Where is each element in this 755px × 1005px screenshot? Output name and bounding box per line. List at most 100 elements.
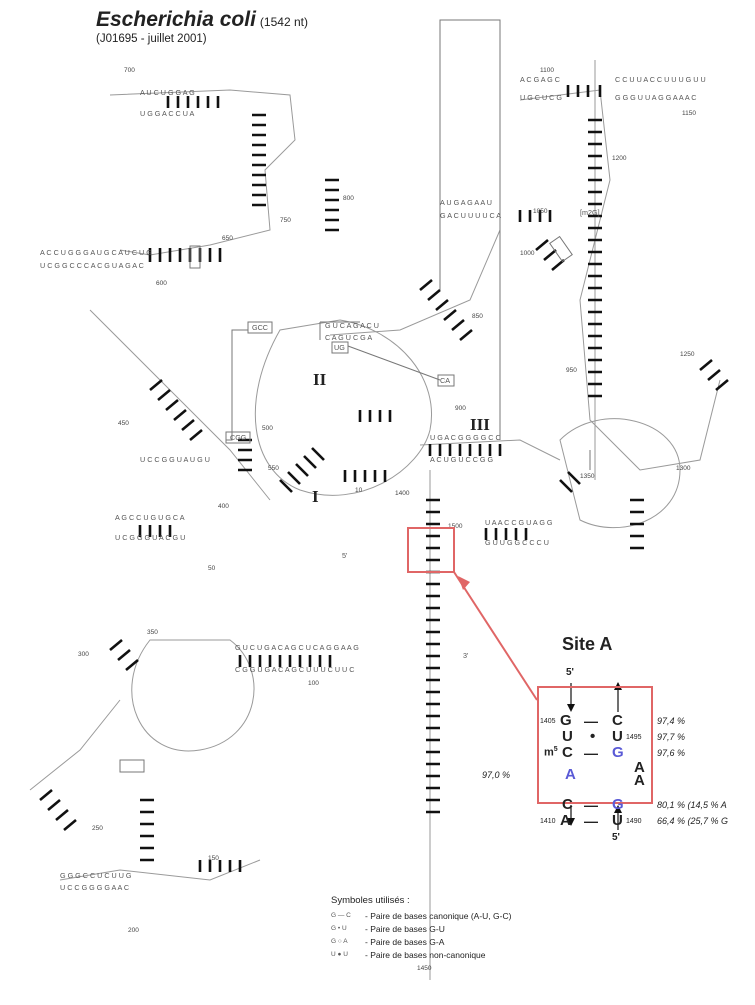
legend-title: Symboles utilisés : [331,895,410,906]
legend-item: U ● U - Paire de bases non-canonique [331,948,511,961]
backbone-left-arm [89,309,271,501]
position-number: 100 [308,680,319,687]
nt-fragment: U C C G G U A U G U [140,455,210,464]
tertiary-interactions [226,19,591,470]
helix-h1350 [559,471,581,493]
position-number: 1100 [540,67,554,74]
pair-row: m5 C — G 97,6 % [540,744,755,762]
nt-fragment: C G G U G A C A G C U U U C U U C [235,665,354,674]
helix-h750 [252,113,266,207]
helix-h1400 [426,498,440,814]
nt-fragment: U G A C G G G G C C [430,433,501,442]
helix-h150 [198,860,242,872]
nt-fragment: A U G A G A A U [440,198,492,207]
nt-fragment: U C C G G G G A A C [60,883,129,892]
backbone-upper-left [109,89,296,256]
site-a-box [537,686,653,804]
methylation-label: [m2G] [580,208,600,217]
box-label: GCC [252,323,268,332]
three-prime-label: 3' [463,651,469,660]
site-a-five-prime-top: 5' [566,667,574,678]
helix-h500 [238,438,252,472]
helix-h1100 [566,85,602,97]
legend-symbol: G ○ A [331,938,348,945]
base-right: U [612,812,623,829]
position-number: 1350 [580,473,595,480]
helix-h850 [419,279,473,341]
helix-h450 [149,379,203,441]
zoom-line [453,571,538,701]
domain-label-iii: III [470,415,490,434]
position-number: 950 [566,367,577,374]
domain-label-ii: II [313,370,327,389]
pos-label: 1490 [626,818,642,825]
title-block: Escherichia coli(1542 nt) (J01695 - juil… [96,8,308,45]
nt-fragment: U G G A C C U A [140,109,195,118]
position-number: 400 [218,503,229,510]
nt-fragment: C A G U C G A [325,333,372,342]
helix-h350 [109,639,139,671]
methyl-label: m5 [544,746,558,759]
helix-h900 [358,410,392,422]
pct: 97,7 % [657,732,686,742]
legend-text: - Paire de bases non-canonique [365,949,486,960]
position-number: 550 [268,465,279,472]
position-number: 1250 [680,351,695,358]
position-number: 300 [78,651,89,658]
position-number: 250 [92,825,103,832]
position-number: 1400 [395,490,410,497]
nt-fragment: U A A C C G U A G G [485,518,553,527]
helix-h1250 [699,359,729,391]
bulge-right-a-bottom: A [634,772,645,789]
helix-h-domain-iii [428,444,502,456]
position-number: 600 [156,280,167,287]
legend-text: - Paire de bases canonique (A-U, G-C) [365,910,512,921]
nt-fragment: G U C U G A C A G C U C A G G A A G [235,643,359,652]
nucleotides: A U C U G G A G U G G A C C U A A C C U … [40,75,706,892]
base-right-highlight: G [612,796,624,813]
position-number: 450 [118,420,129,427]
nt-fragment: G U C A G A C U [325,321,379,330]
nt-fragment: U G C U C G [520,93,562,102]
decoding-site-highlight [407,527,455,573]
legend-item: G — C - Paire de bases canonique (A-U, G… [331,909,511,922]
box-label: UG [334,343,345,352]
helix-h1300 [630,498,644,550]
nt-fragment: G A C U U U U C A [440,211,501,220]
position-number: 350 [147,629,158,636]
base-left: U [562,728,573,745]
backbone-domain-iii [419,439,561,461]
helix-h10 [343,470,387,482]
domain-label-i: I [312,487,319,506]
pos-label: 1410 [540,818,556,825]
position-number: 1450 [417,965,432,972]
site-a-five-prime-bottom: 5' [612,832,620,843]
bond: — [584,797,598,813]
accession-subtitle: (J01695 - juillet 2001) [96,33,207,45]
nt-fragment: U C G G C C C A C G U A G A C [40,261,144,270]
backbone-right-region [519,89,721,471]
nt-fragment: A C U G U C C G G [430,455,494,464]
position-numbers: 700 750 800 600 650 850 900 450 500 550 … [78,67,696,972]
bond: — [584,713,598,729]
pct: 97,6 % [657,748,686,758]
pair-row: U • U 1495 97,7 % [540,728,755,746]
nt-fragment: A G C C U G U G C A [115,513,185,522]
position-number: 150 [208,855,219,862]
sequence-length: (1542 nt) [259,15,308,29]
bulge-right-a-top: A [634,759,645,776]
position-number: 1150 [682,110,696,117]
pair-row: 1405 G — C 97,4 % [540,712,755,730]
position-number: 800 [343,195,354,202]
helix-h100 [238,655,332,667]
legend: Symboles utilisés : G — C - Paire de bas… [331,895,511,961]
position-number: 750 [280,217,291,224]
position-number: 1200 [612,155,627,162]
base-right: U [612,728,623,745]
nt-fragment: G G G U U A G G A A A C [615,93,697,102]
helix-h50 [138,525,172,537]
helix-h1500 [484,528,528,540]
legend-text: - Paire de bases G-U [365,923,445,934]
helix-h700 [166,96,220,108]
